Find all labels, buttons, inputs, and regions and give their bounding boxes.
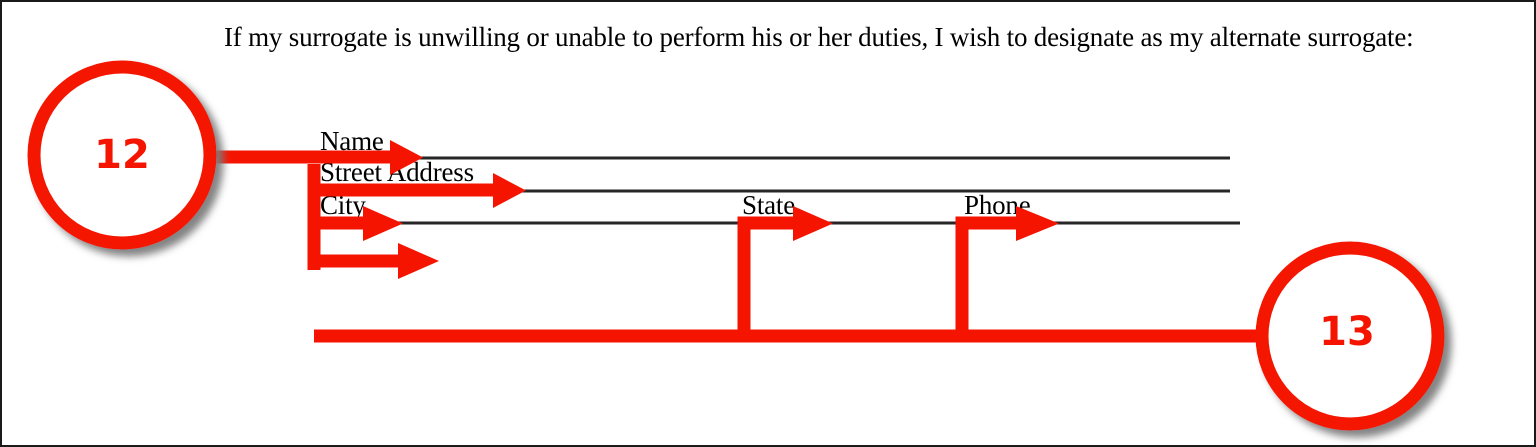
callout-13-number: 13 (1319, 309, 1375, 355)
callout-13-group[interactable] (314, 206, 1445, 431)
field-label-state: State (742, 190, 795, 220)
callout-12-circle[interactable] (27, 60, 217, 250)
callout-12-group[interactable] (27, 60, 526, 279)
intro-paragraph: If my surrogate is unwilling or unable t… (224, 22, 1414, 52)
callout-12-arrowhead-blank-row (398, 243, 439, 279)
callout-12-arrowhead-street (493, 173, 526, 208)
callout-12-number: 12 (94, 132, 150, 178)
callout-13-arrowhead-phone (1016, 206, 1059, 241)
callout-13-riser-phone (955, 216, 1020, 336)
callout-12-arrowhead-city (363, 206, 403, 241)
callout-12-arrowhead-name (390, 140, 423, 175)
form-rule-lines (365, 156, 1240, 225)
callout-13-arrowhead-state (793, 206, 833, 241)
callout-13-circle[interactable] (1255, 241, 1445, 431)
callout-13-riser-state (737, 216, 797, 336)
